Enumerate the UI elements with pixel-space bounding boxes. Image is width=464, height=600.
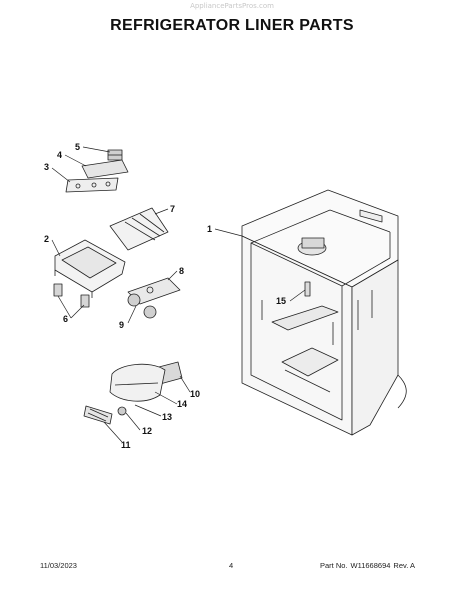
- callout-11: 11: [121, 440, 131, 450]
- part-liner: [241, 189, 407, 436]
- callout-4: 4: [57, 150, 62, 160]
- part-3-bracket: [65, 177, 119, 193]
- revision: Rev. A: [393, 561, 415, 570]
- callout-6: 6: [63, 314, 68, 324]
- callout-2: 2: [44, 234, 49, 244]
- callout-7: 7: [170, 204, 175, 214]
- part-4-cover: [81, 159, 129, 179]
- callout-8: 8: [179, 266, 184, 276]
- part-11-grille: [83, 405, 113, 425]
- callout-3: 3: [44, 162, 49, 172]
- page-title: REFRIGERATOR LINER PARTS: [110, 17, 354, 34]
- part-7-cover: [109, 207, 169, 251]
- callout-13: 13: [162, 412, 172, 422]
- part-12-knob: [117, 406, 127, 416]
- callout-14: 14: [177, 399, 187, 409]
- part-15-pin: [304, 281, 311, 297]
- part-14-bin: [109, 363, 166, 402]
- part-9-fan: [127, 293, 157, 319]
- footer-page-number: 4: [229, 561, 234, 570]
- footer-date: 11/03/2023: [40, 561, 77, 570]
- leader-lines: [51, 146, 306, 443]
- callout-12: 12: [142, 426, 152, 436]
- part-number: W11668694: [350, 561, 391, 570]
- callout-5: 5: [75, 142, 80, 152]
- callout-numbers: 1 2 3 4 5 6 7 8 9 10 11 12 13 14 15: [44, 142, 286, 450]
- callout-10: 10: [190, 389, 200, 399]
- callout-15: 15: [276, 296, 286, 306]
- callout-1: 1: [207, 224, 212, 234]
- part-prefix: Part No.: [320, 561, 348, 570]
- part-2-tray: [54, 239, 126, 298]
- callout-9: 9: [119, 320, 124, 330]
- watermark: AppliancePartsPros.com: [190, 2, 274, 10]
- part-5-clip: [107, 149, 123, 161]
